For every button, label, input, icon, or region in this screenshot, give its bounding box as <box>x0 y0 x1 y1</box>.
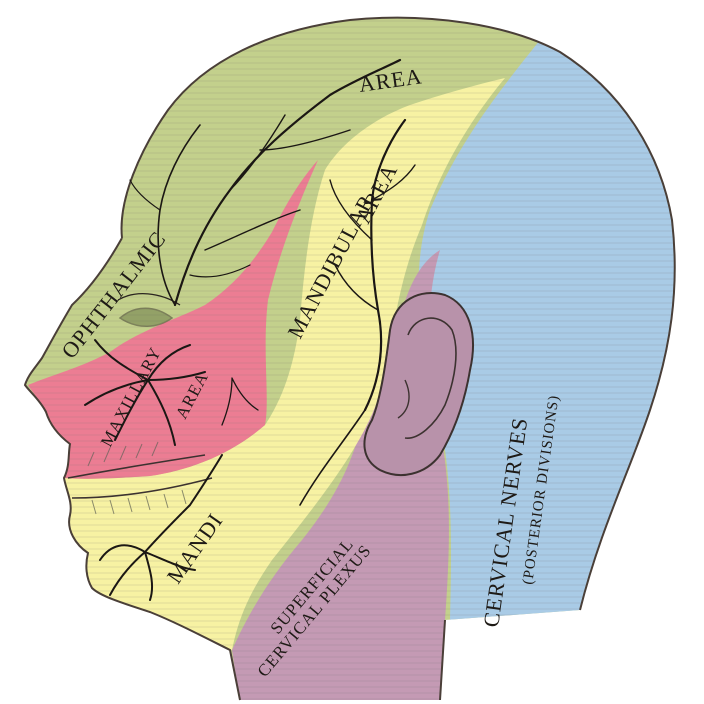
infraorbital-nerve <box>84 339 206 446</box>
mouth <box>67 441 213 515</box>
supraorbital-nerve <box>173 58 402 307</box>
eye <box>117 293 181 327</box>
ear <box>363 292 474 476</box>
mental-nerve <box>99 454 223 601</box>
head-outline <box>23 16 676 701</box>
nerve-branches <box>84 58 416 601</box>
neck-back-outline <box>439 619 446 701</box>
auriculotemporal-nerve <box>363 118 407 412</box>
